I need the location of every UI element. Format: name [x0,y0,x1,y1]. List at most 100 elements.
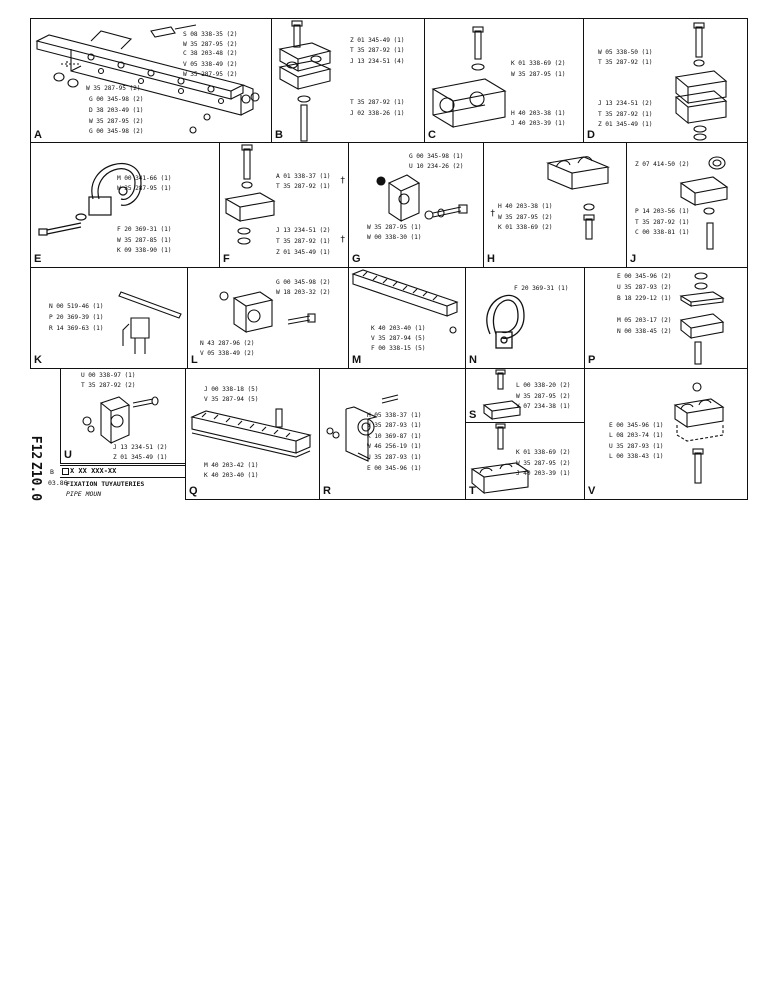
reference-number: X XX XXX-XX [70,467,117,475]
title-english: PIPE MOUN [66,490,102,498]
panel-letter: G [352,253,361,265]
panel-letter: D [587,129,595,141]
part-number: V 07 234-38 (1) [516,403,571,410]
part-number: U 35 287-93 (1) [367,422,422,429]
bracket-clamp-illustration [326,394,399,462]
bolt-clamp-illustration [224,144,276,245]
panel-b: Z 01 345-49 (1) T 35 287-92 (1) J 13 234… [271,18,425,143]
part-number: R 14 369-63 (1) [49,325,104,332]
part-number: T 35 287-92 (1) [276,238,331,245]
panel-q: J 00 338-18 (5) V 35 287-94 (5) M 40 203… [185,368,320,500]
part-number: J 13 234-51 (2) [598,100,653,107]
panel-letter: C [428,129,436,141]
part-number: K 01 338-69 (2) [511,60,566,67]
part-number: J 02 338-26 (1) [350,110,405,117]
part-number: L 08 203-74 (1) [609,432,664,439]
part-number: U 00 338-97 (1) [81,372,136,379]
panel-r: H 05 338-37 (1) U 35 287-93 (1) K 10 369… [319,368,466,500]
part-number: K 10 369-87 (1) [367,433,422,440]
part-number: S 08 338-35 (2) [183,31,238,38]
panel-letter: P [588,354,596,366]
part-number: F 20 369-31 (1) [514,285,569,292]
block-clamp-illustration [219,291,316,334]
split-clamp-illustration [82,396,159,445]
panel-letter: J [630,253,637,265]
panel-h: H 40 203-38 (1) W 35 287-95 (2) K 01 338… [483,142,627,268]
date-label: 03.86 [48,479,68,487]
part-number: L 00 338-20 (2) [516,382,571,389]
part-number: C 38 203-48 (2) [183,50,238,57]
part-number: W 35 287-95 (2) [516,460,571,467]
part-number: J 40 203-39 (1) [516,470,571,477]
title-block: B X XX XXX-XX 03.86 FIXATION TUYAUTERIES… [48,465,185,501]
part-number: W 35 287-85 (1) [117,237,172,244]
strap-clamp-illustration [38,163,142,236]
part-number: T 35 287-92 (1) [350,47,405,54]
part-number: B 18 229-12 (1) [617,295,672,302]
dagger-mark: † [340,235,346,245]
panel-f: A 01 338-37 (1) T 35 287-92 (1) J 13 234… [219,142,349,268]
panel-letter: U [64,449,72,461]
part-number: E 00 345-96 (2) [617,273,672,280]
sheet-code-z: Z10.0 [28,461,44,502]
panel-d: W 05 338-50 (1) T 35 287-92 (1) J 13 234… [583,18,748,143]
part-number: J 40 203-39 (1) [511,120,566,127]
part-number: C 00 338-81 (1) [635,229,690,236]
part-number: N 00 338-45 (2) [617,328,672,335]
part-number: G 00 345-98 (2) [89,128,144,135]
ref-row: B X XX XXX-XX [50,466,185,478]
wave-clamp-illustration [546,156,610,240]
panel-letter: V [588,485,596,497]
double-clamp-illustration [431,26,507,128]
rail-bar-illustration [190,408,312,458]
part-number: K 01 338-69 (2) [516,449,571,456]
sheet-code-block: F12 Z10.0 [28,426,60,502]
part-number: Z 01 345-49 (1) [276,249,331,256]
part-number: A 01 338-37 (1) [276,173,331,180]
part-number: H 40 203-38 (1) [511,110,566,117]
part-number: V 35 287-94 (5) [204,396,259,403]
part-number: F 20 369-31 (1) [117,226,172,233]
small-clamp-illustration [482,369,522,421]
part-number: T 35 287-92 (1) [598,111,653,118]
panel-e: M 00 341-66 (1) W 35 287-95 (1) F 20 369… [30,142,220,268]
part-number: V 05 338-49 (2) [183,61,238,68]
panel-letter: A [34,129,42,141]
part-number: E 00 345-96 (1) [609,422,664,429]
small-b-label: B [50,468,54,476]
low-clamp-illustration [470,423,530,495]
panel-letter: M [352,354,362,366]
panel-letter: F [223,253,230,265]
panel-u: U 00 338-97 (1) T 35 287-92 (2) J 13 234… [60,368,186,464]
panel-letter: T [469,485,476,497]
part-number: W 35 287-95 (2) [86,85,141,92]
part-number: W 35 287-95 (2) [183,41,238,48]
part-number: M 05 203-17 (2) [617,317,672,324]
part-number: W 35 287-95 (1) [117,185,172,192]
panel-letter: H [487,253,495,265]
part-number: G 00 345-98 (1) [409,153,464,160]
part-number: N 00 519-46 (1) [49,303,104,310]
comb-clamp-illustration [351,269,459,334]
part-number: U 35 287-93 (2) [617,284,672,291]
panel-letter: E [34,253,42,265]
part-number: J 13 234-51 (2) [276,227,331,234]
panel-letter: L [191,354,198,366]
panel-letter: B [275,129,283,141]
part-number: W 35 287-95 (2) [183,71,238,78]
part-number: G 00 345-98 (2) [89,96,144,103]
part-number: W 46 256-19 (1) [367,443,422,450]
part-number: T 35 287-92 (1) [276,183,331,190]
part-number: U 10 234-26 (2) [409,163,464,170]
part-number: W 35 287-95 (2) [498,214,553,221]
part-number: W 18 203-32 (2) [276,289,331,296]
part-number: T 35 287-92 (1) [598,59,653,66]
panel-letter: Q [189,485,198,497]
panel-p: E 00 345-96 (2) U 35 287-93 (2) B 18 229… [584,267,748,369]
multi-clamp-illustration [679,272,725,365]
part-number: W 35 287-95 (1) [367,224,422,231]
ref-checkbox [62,468,69,475]
pipe-strap-illustration [486,295,525,349]
part-number: M 40 203-42 (1) [204,462,259,469]
part-number: F 00 338-15 (5) [371,345,426,352]
